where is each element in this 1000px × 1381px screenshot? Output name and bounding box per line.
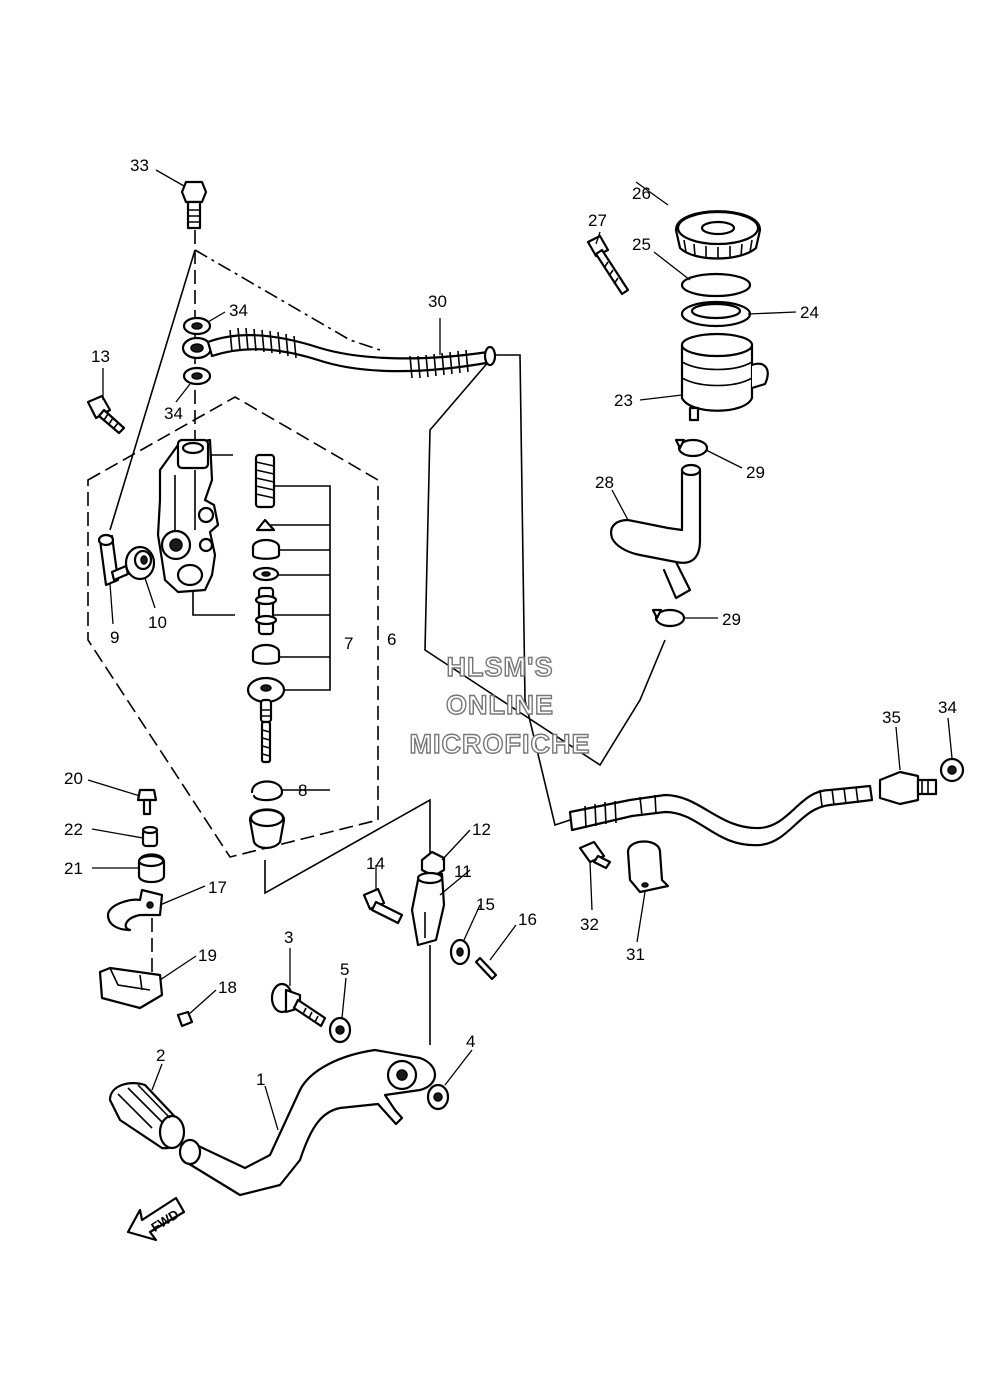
collar-22 — [141, 825, 159, 848]
dust-boot — [248, 808, 286, 850]
callout-26: 26 — [632, 184, 651, 203]
copper-washer-34-top — [182, 316, 212, 336]
banjo-fitting — [181, 336, 213, 360]
callout-10: 10 — [148, 613, 167, 632]
callout-34b: 34 — [164, 404, 183, 423]
push-rod — [260, 720, 272, 764]
callout-1: 1 — [256, 1070, 265, 1089]
connection-lines — [87, 230, 666, 1045]
callout-29b: 29 — [722, 610, 741, 629]
watermark-line-3: MICROFICHE — [410, 729, 591, 759]
push-rod-dust-boot — [246, 676, 286, 724]
reservoir-cap-26 — [674, 210, 762, 260]
washer-4 — [426, 1083, 450, 1111]
hose-clamp-29-bottom — [651, 608, 686, 628]
circlip-8 — [250, 780, 284, 802]
callout-2: 2 — [156, 1046, 165, 1065]
nut-12 — [420, 850, 446, 878]
cotter-pin-16 — [474, 956, 498, 981]
hose-clip-31 — [626, 840, 670, 894]
bolt-13 — [86, 394, 126, 435]
reservoir-tank-23 — [680, 332, 769, 422]
callout-16: 16 — [518, 910, 537, 929]
hose-clamp-29-top — [674, 438, 709, 458]
pedal-rubber-2 — [108, 1082, 186, 1150]
washer-15 — [449, 938, 471, 966]
callout-7: 7 — [344, 634, 353, 653]
callout-30: 30 — [428, 292, 447, 311]
master-cylinder-body — [156, 438, 220, 594]
return-spring — [254, 453, 276, 509]
bleed-lever-9 — [97, 533, 130, 587]
screw-27 — [586, 234, 630, 296]
screw-20 — [136, 788, 158, 816]
callout-12: 12 — [472, 820, 491, 839]
watermark: HLSM'S ONLINE MICROFICHE — [409, 651, 591, 759]
callout-13: 13 — [91, 347, 110, 366]
washer-5 — [328, 1016, 352, 1044]
callout-34c: 34 — [938, 698, 957, 717]
callout-35: 35 — [882, 708, 901, 727]
callout-27: 27 — [588, 211, 607, 230]
bleeder-cap-10 — [124, 545, 156, 581]
leader-lines — [87, 169, 953, 1131]
union-fitting-35 — [878, 770, 938, 806]
callout-34a: 34 — [229, 301, 248, 320]
brake-pedal-1 — [178, 1048, 437, 1197]
callout-3: 3 — [284, 928, 293, 947]
reservoir-hose-28 — [610, 463, 702, 600]
callout-23: 23 — [614, 391, 633, 410]
copper-washer-34-right — [939, 757, 965, 783]
callout-9: 9 — [110, 628, 119, 647]
callout-31: 31 — [626, 945, 645, 964]
watermark-line-2: ONLINE — [446, 690, 554, 720]
callout-20: 20 — [64, 769, 83, 788]
callout-17: 17 — [208, 878, 227, 897]
secondary-cup — [251, 643, 281, 665]
piston — [254, 586, 278, 636]
callout-29a: 29 — [746, 463, 765, 482]
grommet-21 — [137, 853, 166, 884]
callout-25: 25 — [632, 235, 651, 254]
diaphragm-24 — [680, 300, 752, 328]
screw-18 — [176, 1010, 194, 1028]
callout-24: 24 — [800, 303, 819, 322]
pivot-bolt-3 — [270, 982, 327, 1028]
clevis-11 — [410, 871, 446, 947]
forward-arrow-icon: FWD — [126, 1196, 186, 1242]
callout-numbers: 1 2 3 4 5 6 7 8 9 10 11 12 13 14 15 16 1… — [64, 156, 957, 1089]
watermark-line-1: HLSM'S — [447, 652, 554, 682]
bracket-17 — [106, 888, 164, 932]
cap-plate-25 — [680, 272, 752, 298]
callout-6: 6 — [387, 630, 396, 649]
callout-28: 28 — [595, 473, 614, 492]
spring-seat — [255, 518, 276, 532]
union-bolt-33 — [180, 180, 208, 230]
callout-18: 18 — [218, 978, 237, 997]
lower-brake-hose — [568, 784, 874, 847]
callout-19: 19 — [198, 946, 217, 965]
callout-21: 21 — [64, 859, 83, 878]
callout-14: 14 — [366, 854, 385, 873]
callout-33: 33 — [130, 156, 149, 175]
bolt-32 — [578, 840, 612, 870]
callout-4: 4 — [466, 1032, 475, 1051]
primary-cup — [251, 538, 281, 560]
pin-14 — [362, 887, 404, 925]
copper-washer-34-bottom — [182, 366, 212, 386]
callout-5: 5 — [340, 960, 349, 979]
callout-8: 8 — [298, 781, 307, 800]
washer-small — [252, 566, 280, 582]
callout-15: 15 — [476, 895, 495, 914]
brake-hose-30 — [206, 327, 497, 379]
callout-22: 22 — [64, 820, 83, 839]
callout-32: 32 — [580, 915, 599, 934]
bracket-19 — [98, 966, 164, 1010]
callout-11: 11 — [454, 862, 472, 881]
